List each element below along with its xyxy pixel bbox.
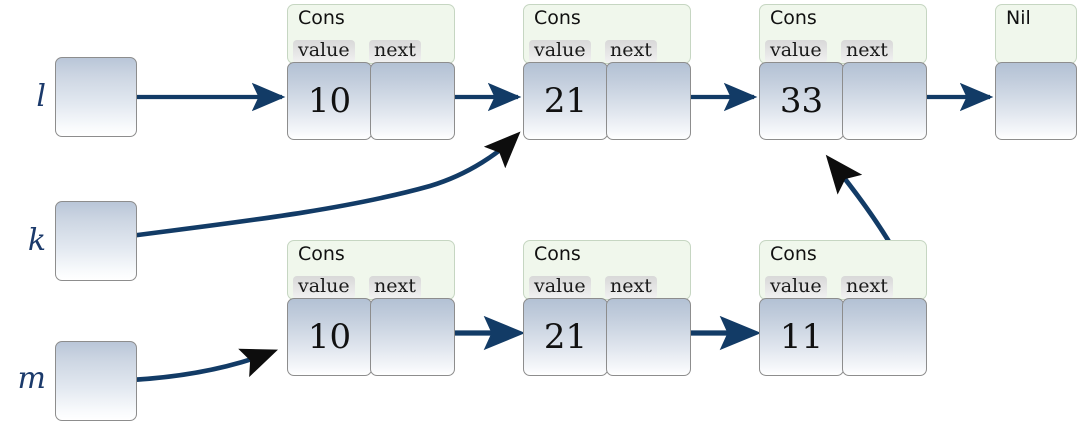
node-bottom-2: Cons value next 11 [759, 240, 927, 376]
node-top-3-nil: Nil [995, 4, 1077, 140]
node-type-label: Cons [298, 243, 345, 265]
node-type-label: Nil [1006, 7, 1031, 29]
field-label-next: next [605, 276, 657, 299]
field-label-value: value [529, 276, 591, 299]
cell-next [842, 62, 927, 140]
cell-next [842, 298, 927, 376]
node-bottom-0: Cons value next 10 [287, 240, 455, 376]
cell-value: 10 [287, 62, 372, 140]
field-label-next: next [841, 276, 893, 299]
node-type-label: Cons [770, 243, 817, 265]
node-type-label: Cons [534, 243, 581, 265]
variable-box-k [55, 201, 137, 281]
node-top-2: Cons value next 33 [759, 4, 927, 140]
cell-value-text: 21 [543, 317, 588, 357]
node-header [523, 4, 691, 64]
field-label-next: next [369, 40, 421, 63]
cell-value: 10 [287, 298, 372, 376]
cell-value: 21 [523, 298, 608, 376]
cell-value-text: 33 [779, 81, 824, 121]
node-top-0: Cons value next 10 [287, 4, 455, 140]
cell-value: 33 [759, 62, 844, 140]
cell-value: 21 [523, 62, 608, 140]
cell-value-text: 10 [307, 81, 352, 121]
field-label-value: value [293, 40, 355, 63]
node-header [995, 4, 1077, 64]
node-bottom-1: Cons value next 21 [523, 240, 691, 376]
node-type-label: Cons [770, 7, 817, 29]
field-label-value: value [765, 40, 827, 63]
variable-box-l [55, 57, 137, 137]
cell-value-text: 21 [543, 81, 588, 121]
node-type-label: Cons [534, 7, 581, 29]
node-top-1: Cons value next 21 [523, 4, 691, 140]
variable-label-l: l [36, 79, 46, 114]
pointer-k-to-top-1 [92, 131, 521, 244]
cell-next [606, 298, 691, 376]
node-type-label: Cons [298, 7, 345, 29]
field-label-next: next [841, 40, 893, 63]
cell-nil [995, 62, 1077, 140]
cell-value: 11 [759, 298, 844, 376]
cell-next [606, 62, 691, 140]
variable-box-m [55, 341, 137, 421]
field-label-next: next [369, 276, 421, 299]
cell-value-text: 10 [307, 317, 352, 357]
cell-next [370, 62, 455, 140]
field-label-value: value [765, 276, 827, 299]
variable-label-k: k [27, 223, 46, 258]
cell-next [370, 298, 455, 376]
variable-label-m: m [17, 361, 46, 396]
field-label-next: next [605, 40, 657, 63]
field-label-value: value [293, 276, 355, 299]
field-label-value: value [529, 40, 591, 63]
cell-value-text: 11 [779, 317, 824, 357]
